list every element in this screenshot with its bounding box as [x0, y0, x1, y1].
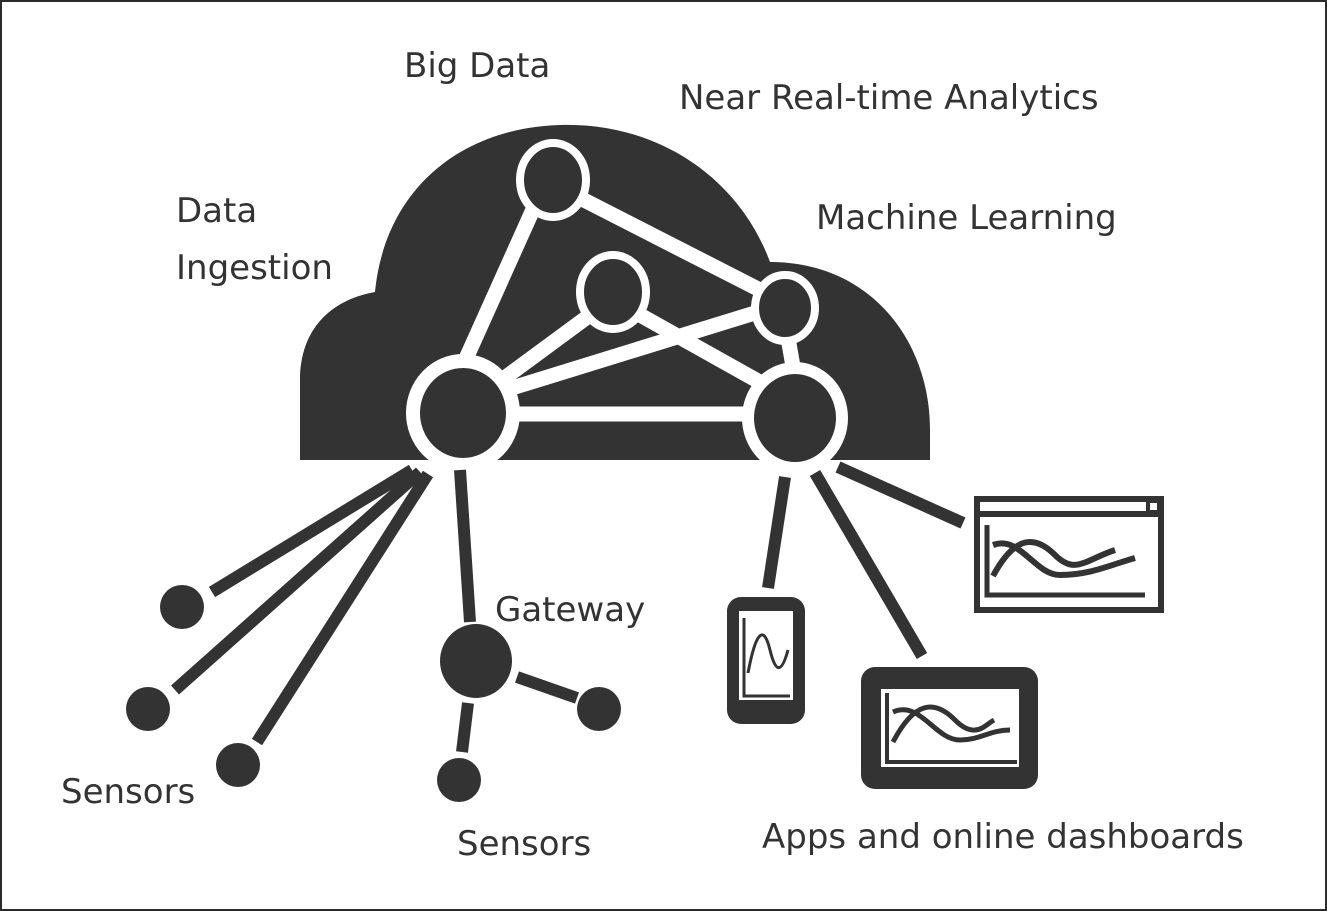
sensor-dot — [126, 687, 170, 731]
label-near-realtime-analytics: Near Real-time Analytics — [679, 78, 1099, 118]
big-data-node — [516, 139, 590, 221]
link-gateway-sensor-a — [515, 671, 579, 704]
label-data-ingestion-line2: Ingestion — [176, 248, 333, 288]
sensor-dot — [160, 585, 204, 629]
label-apps-dashboards: Apps and online dashboards — [762, 817, 1244, 857]
link-sensor-2 — [171, 467, 424, 695]
label-sensors-gateway: Sensors — [457, 824, 591, 864]
gateway-node — [440, 624, 512, 698]
link-bigdata-ml — [576, 191, 764, 297]
link-ingestion-bigdata — [453, 201, 542, 376]
link-sensor-1 — [208, 464, 416, 598]
link-gateway-sensor-b — [456, 702, 474, 753]
sensors — [126, 585, 621, 802]
browser-window-icon — [974, 496, 1164, 613]
link-sensor-3 — [251, 470, 434, 746]
sensor-dot — [216, 743, 260, 787]
label-sensors-left: Sensors — [61, 772, 195, 812]
ml-node — [751, 271, 819, 345]
edge-links — [171, 461, 966, 753]
mobile-phone-icon — [727, 597, 805, 724]
link-ingestion-ml — [509, 304, 761, 396]
output-hub — [742, 362, 848, 474]
label-machine-learning: Machine Learning — [816, 198, 1117, 238]
link-phone — [762, 476, 791, 589]
link-ingestion-analytics — [490, 308, 595, 392]
link-gateway — [454, 469, 476, 623]
ingestion-hub — [406, 354, 520, 472]
link-tablet — [809, 469, 928, 660]
analytics-node — [576, 251, 650, 333]
sensor-dot — [437, 758, 481, 802]
tablet-icon — [861, 667, 1038, 789]
cloud-nodes — [406, 139, 848, 474]
label-gateway: Gateway — [495, 590, 645, 630]
link-analytics-output — [636, 308, 769, 392]
label-big-data: Big Data — [404, 46, 550, 86]
label-data-ingestion-line1: Data — [176, 191, 257, 231]
sensor-dot — [577, 687, 621, 731]
link-browser — [835, 461, 966, 529]
